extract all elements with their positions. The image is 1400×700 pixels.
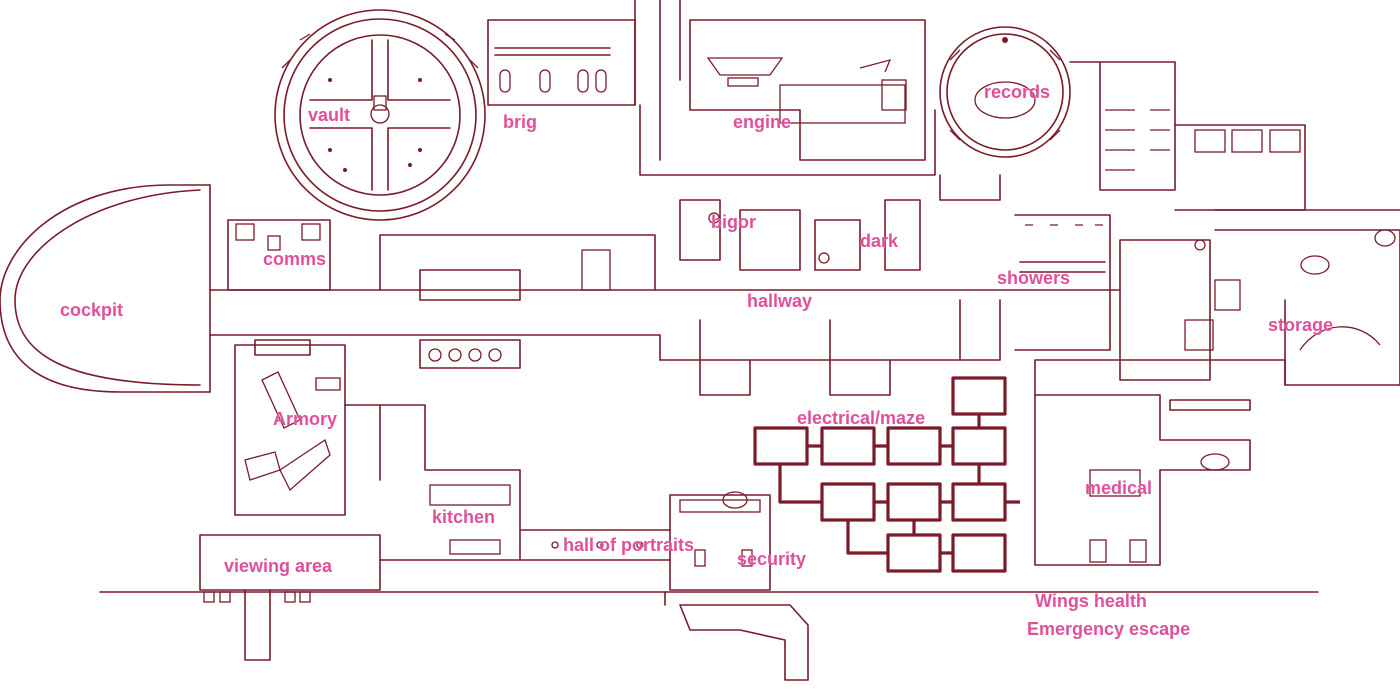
- main-corridor: [209, 234, 1121, 369]
- label-kitchen: kitchen: [432, 507, 496, 527]
- kitchen-room: [379, 404, 521, 561]
- label-armory: Armory: [273, 409, 338, 429]
- cell-row: [679, 199, 921, 271]
- label-bigor: bigor: [711, 212, 756, 232]
- label-medical: medical: [1085, 478, 1153, 498]
- label-brig: brig: [503, 112, 537, 132]
- right-top-rooms: [1069, 61, 1306, 211]
- label-wings-health: Wings health: [1035, 591, 1147, 611]
- engine-room: [639, 19, 936, 176]
- armory-room: [234, 339, 346, 516]
- security-room: [669, 491, 771, 591]
- storage-room: [1214, 209, 1400, 386]
- label-electrical-maze: electrical/maze: [797, 408, 926, 428]
- right-middle-rooms: [1119, 239, 1214, 381]
- baseline-and-escape: [99, 591, 1319, 681]
- vault-room: [274, 9, 486, 221]
- label-showers: showers: [997, 268, 1071, 288]
- lower-corridors: [344, 174, 1286, 481]
- label-viewing-area: viewing area: [224, 556, 333, 576]
- label-security: security: [737, 549, 807, 569]
- label-cockpit: cockpit: [60, 300, 124, 320]
- label-storage: storage: [1268, 315, 1334, 335]
- hall-of-portraits: [519, 529, 671, 561]
- label-records: records: [984, 82, 1051, 102]
- label-hallway: hallway: [747, 291, 813, 311]
- records-room: [939, 26, 1071, 158]
- label-vault: vault: [308, 105, 351, 125]
- label-engine: engine: [733, 112, 792, 132]
- medical-room: [1034, 394, 1251, 566]
- brig-room: [487, 0, 681, 161]
- label-hall-of-portraits: hall of portraits: [563, 535, 695, 555]
- label-emergency-escape: Emergency escape: [1027, 619, 1191, 639]
- label-comms: comms: [263, 249, 327, 269]
- label-dark: dark: [860, 231, 899, 251]
- showers-room: [1014, 214, 1111, 351]
- viewing-area-room: [199, 534, 381, 661]
- electrical-maze-room: [753, 376, 1020, 573]
- cockpit-room: [0, 184, 211, 393]
